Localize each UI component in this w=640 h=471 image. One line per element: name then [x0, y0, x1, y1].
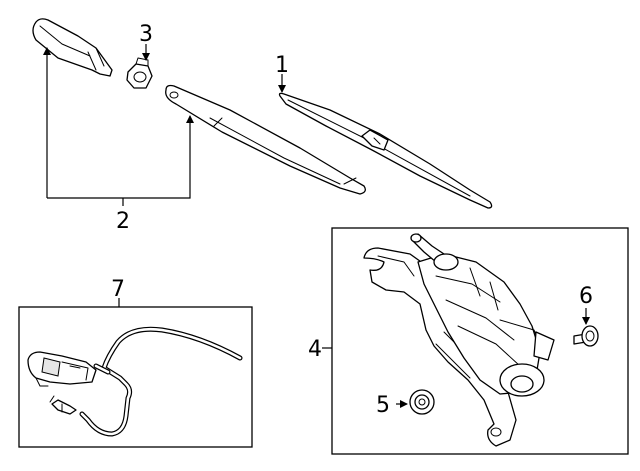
- wiper-motor-box: [331, 227, 629, 455]
- callout-6: 6: [579, 284, 593, 309]
- wiper-blade: [278, 92, 493, 209]
- mounting-bolt: [573, 325, 599, 347]
- callout-5: 5: [376, 393, 390, 418]
- washer-hose: [79, 326, 243, 437]
- wiper-motor: [363, 233, 555, 447]
- grommet: [409, 389, 435, 415]
- callout-4: 4: [308, 337, 322, 362]
- callout-1: 1: [275, 53, 289, 78]
- callout-3: 3: [139, 22, 153, 47]
- wiper-arm-nut: [126, 57, 153, 89]
- wiper-arm: [165, 84, 366, 195]
- callout-7: 7: [111, 277, 125, 302]
- hose-kit-box: [18, 306, 253, 448]
- callout-2: 2: [116, 209, 130, 234]
- wiper-arm-cover: [32, 18, 113, 77]
- hose-clip: [49, 395, 77, 415]
- hose-connector: [27, 351, 97, 387]
